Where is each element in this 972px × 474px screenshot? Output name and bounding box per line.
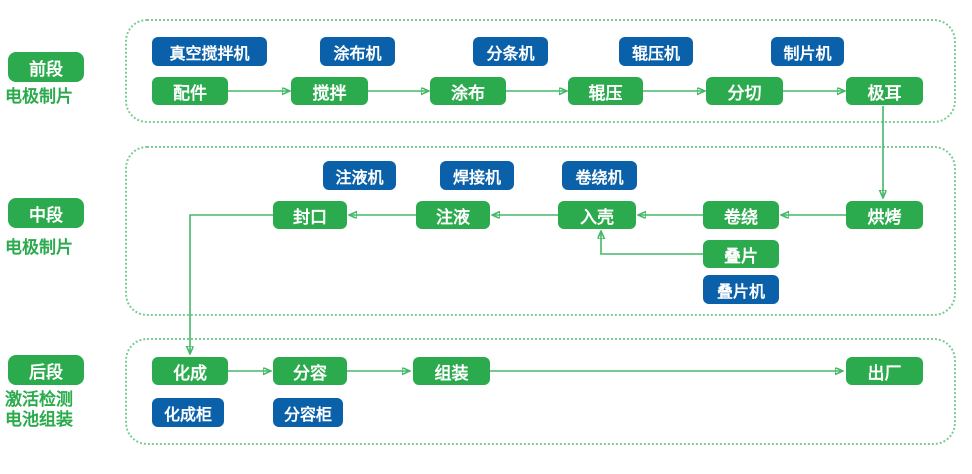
machine-vacuum-mixer: 真空搅拌机 [152, 37, 267, 66]
step-electrolyte-filling: 注液 [416, 201, 490, 229]
section-back-stage [125, 338, 956, 445]
machine-sheet-maker: 制片机 [771, 37, 844, 66]
step-tab: 极耳 [846, 77, 923, 105]
arrow-sealing-to-formation [190, 214, 273, 352]
machine-slitter: 分条机 [473, 37, 548, 66]
stage-desc-back-line1: 激活检测 [5, 390, 73, 409]
machine-grading-cabinet: 分容柜 [273, 398, 343, 427]
step-winding: 卷绕 [703, 201, 779, 229]
step-coating: 涂布 [430, 77, 506, 105]
machine-electrolyte-filler: 注液机 [323, 161, 396, 190]
machine-formation-cabinet: 化成柜 [152, 398, 224, 427]
machine-stacker: 叠片机 [703, 275, 779, 304]
step-slitting: 分切 [706, 77, 783, 105]
step-sealing: 封口 [273, 201, 347, 229]
step-assembly: 组装 [413, 357, 490, 385]
stage-label-front: 前段 [8, 52, 84, 82]
step-casing: 入壳 [558, 201, 636, 229]
machine-winder: 卷绕机 [562, 161, 637, 190]
step-parts: 配件 [152, 77, 228, 105]
step-roll-pressing: 辊压 [568, 77, 643, 105]
stage-label-middle: 中段 [8, 198, 84, 228]
step-shipping: 出厂 [846, 357, 923, 385]
section-front-stage [125, 19, 956, 123]
step-stacking: 叠片 [703, 240, 779, 268]
machine-roller-press: 辊压机 [619, 37, 693, 66]
stage-label-back: 后段 [8, 355, 84, 385]
stage-desc-back-line2: 电池组装 [5, 410, 73, 429]
section-middle-stage [125, 146, 956, 316]
arrow-stacking-to-casing [601, 233, 703, 255]
step-capacity-grading: 分容 [273, 357, 347, 385]
step-baking: 烘烤 [846, 201, 923, 229]
stage-desc-front: 电极制片 [5, 87, 73, 106]
stage-desc-middle: 电极制片 [5, 238, 73, 257]
machine-coater: 涂布机 [320, 37, 395, 66]
step-formation: 化成 [152, 357, 228, 385]
step-mixing: 搅拌 [291, 77, 368, 105]
machine-welder: 焊接机 [440, 161, 514, 190]
